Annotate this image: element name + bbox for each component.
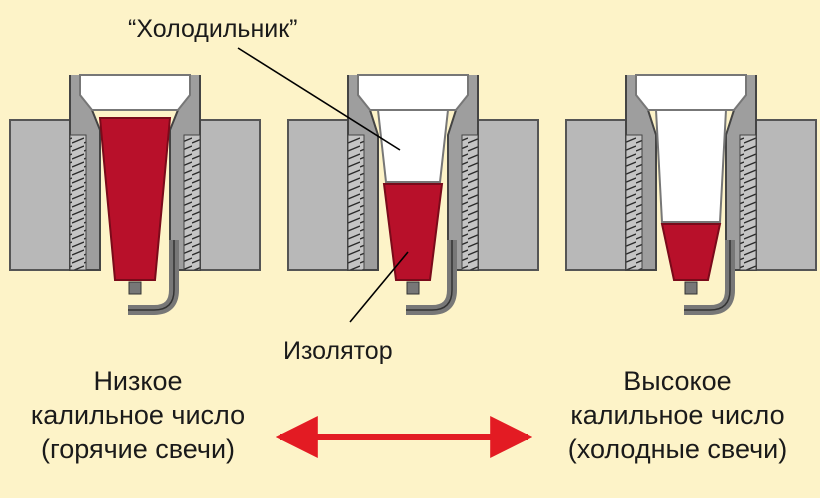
thread-left-b bbox=[183, 134, 201, 271]
cold-plug-illustration bbox=[565, 74, 817, 315]
cooler-leader-line bbox=[237, 47, 401, 151]
low-caption-line-1: Низкое bbox=[93, 366, 183, 396]
ceramic-top-left bbox=[79, 74, 191, 111]
low-caption-line-2: калильное число bbox=[30, 400, 246, 430]
medium-plug-illustration bbox=[287, 74, 539, 315]
insulator-red-left bbox=[98, 117, 172, 281]
insulator-label: Изолятор bbox=[283, 337, 393, 365]
thread-middle-b bbox=[461, 134, 479, 271]
high-caption-line-3: (холодные свечи) bbox=[567, 434, 788, 464]
electrode-tip-right bbox=[684, 281, 698, 295]
low-caption-line-3: (горячие свечи) bbox=[40, 434, 236, 464]
insulator-red-right bbox=[660, 223, 722, 281]
high-heat-range-caption: Высокое калильное число (холодные свечи) bbox=[545, 364, 810, 466]
electrode-tip-left bbox=[128, 281, 142, 295]
high-caption-line-1: Высокое bbox=[623, 366, 732, 396]
cooler-label: “Холодильник” bbox=[128, 15, 298, 43]
cooler-ceramic-middle bbox=[376, 109, 450, 183]
ceramic-top-middle bbox=[357, 74, 469, 111]
electrode-tip-middle bbox=[406, 281, 420, 295]
thread-right-b bbox=[739, 134, 757, 271]
high-caption-line-2: калильное число bbox=[570, 400, 785, 430]
cooler-ceramic-right bbox=[654, 109, 728, 223]
ceramic-top-right bbox=[635, 74, 747, 111]
thread-middle-a bbox=[347, 134, 365, 271]
thread-left-a bbox=[69, 134, 87, 271]
insulator-leader-line bbox=[349, 251, 409, 323]
insulator-red-middle bbox=[382, 183, 444, 281]
low-heat-range-caption: Низкое калильное число (горячие свечи) bbox=[18, 364, 258, 466]
hot-plug-illustration bbox=[9, 74, 261, 315]
thread-right-a bbox=[625, 134, 643, 271]
